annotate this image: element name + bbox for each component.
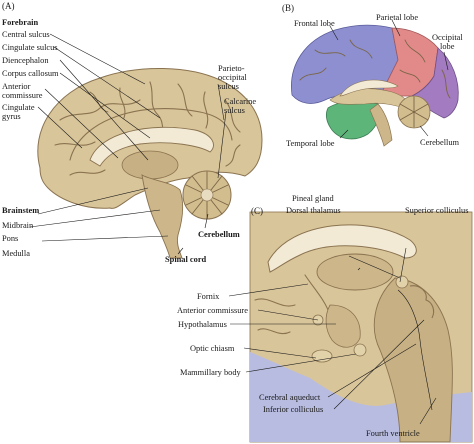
panel-b-letter: (B) [282, 3, 294, 13]
label-dorsal-thalamus: Dorsal thalamus [286, 206, 341, 215]
label-frontal-lobe: Frontal lobe [294, 19, 335, 28]
label-parieto-occipital-3: sulcus [218, 82, 239, 91]
brainstem-shape [142, 175, 183, 258]
label-diencephalon: Diencephalon [2, 56, 49, 65]
label-parieto-occipital-1: Parieto- [218, 64, 245, 73]
label-optic-chiasm: Optic chiasm [190, 344, 235, 353]
label-calcarine-2: sulcus [224, 106, 245, 115]
label-occipital-lobe-2: lobe [440, 42, 455, 51]
panel-a-letter: (A) [2, 1, 15, 11]
label-cerebellum-a: Cerebellum [198, 230, 240, 239]
panel-c-letter: (C) [251, 206, 263, 216]
diencephalon-shape [122, 151, 178, 179]
pineal-gland-shape [396, 276, 408, 288]
label-cingulate-gyrus-1: Cingulate [2, 103, 35, 112]
label-mammillary-body: Mammillary body [180, 368, 242, 377]
label-anterior-commissure-a-2: commissure [2, 91, 43, 100]
label-cerebellum-b: Cerebellum [420, 138, 460, 147]
label-hypothalamus: Hypothalamus [178, 320, 227, 329]
label-cingulate-sulcus: Cingulate sulcus [2, 43, 58, 52]
temporal-lobe-region [326, 101, 379, 139]
label-medulla: Medulla [2, 249, 30, 258]
label-spinal-cord: Spinal cord [165, 255, 207, 264]
label-temporal-lobe: Temporal lobe [286, 139, 335, 148]
label-superior-colliculus: Superior colliculus [405, 206, 469, 215]
label-cingulate-gyrus-2: gyrus [2, 112, 21, 121]
panel-b-lateral-brain [291, 25, 458, 146]
label-fornix: Fornix [197, 292, 220, 301]
label-fourth-ventricle: Fourth ventricle [366, 429, 420, 438]
thalamus-shape [317, 254, 393, 290]
label-inferior-colliculus: Inferior colliculus [263, 405, 323, 414]
label-pons: Pons [2, 234, 18, 243]
label-parieto-occipital-2: occipital [218, 73, 248, 82]
label-anterior-commissure-c: Anterior commissure [177, 306, 248, 315]
label-central-sulcus: Central sulcus [2, 30, 50, 39]
label-pineal-gland: Pineal gland [292, 194, 334, 203]
label-calcarine-1: Calcarine [224, 97, 256, 106]
label-cerebral-aqueduct: Cerebral aqueduct [259, 393, 321, 402]
label-anterior-commissure-a-1: Anterior [2, 82, 31, 91]
label-corpus-callosum: Corpus callosum [2, 69, 59, 78]
label-midbrain: Midbrain [2, 221, 34, 230]
label-brainstem: Brainstem [2, 206, 39, 215]
label-occipital-lobe-1: Occipital [432, 33, 463, 42]
label-forebrain: Forebrain [2, 18, 38, 27]
optic-chiasm-shape [312, 350, 332, 362]
label-parietal-lobe: Parietal lobe [376, 13, 418, 22]
